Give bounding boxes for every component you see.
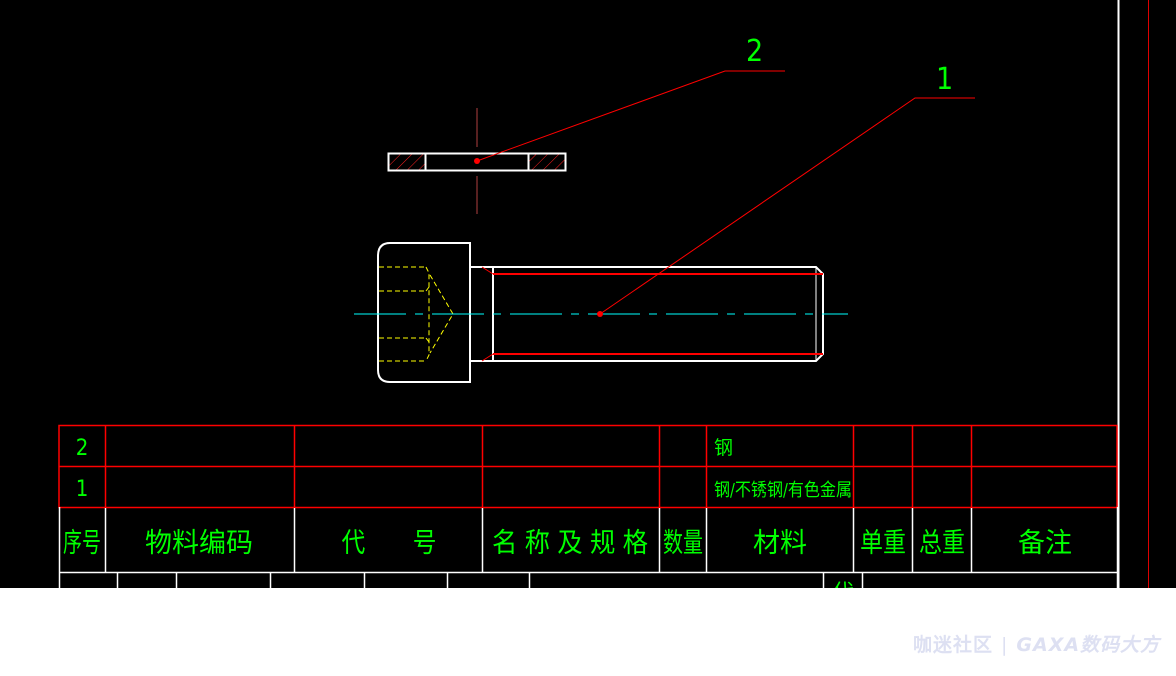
bolt-head — [377, 242, 471, 383]
balloon-label: 2 — [746, 34, 763, 69]
thread-runout — [481, 266, 494, 275]
header-drawing-no: 代 号 — [342, 528, 437, 559]
balloon-2[interactable]: 2 — [474, 34, 785, 164]
header-total-weight: 总重 — [919, 528, 965, 559]
header-remarks: 备注 — [1018, 528, 1072, 559]
table-row[interactable]: 1 钢/不锈钢/有色金属 — [76, 477, 852, 502]
table-row[interactable]: 2 钢 — [76, 436, 733, 461]
drawing-svg: 2 1 — [58, 0, 1149, 606]
watermark: 咖迷社区 | GAXA数码大方 — [913, 630, 1160, 657]
header-material: 材料 — [753, 528, 807, 559]
header-seq: 序号 — [63, 528, 101, 559]
header-unit-weight: 单重 — [860, 528, 906, 559]
bom-table: 2 钢 1 钢/不锈钢/有色金属 序号 物料编码 代 号 名 称 及 规 格 数… — [58, 424, 1119, 606]
washer-outline — [387, 152, 567, 172]
watermark-right: GAXA数码大方 — [1016, 634, 1161, 656]
thread-runout — [481, 353, 494, 362]
washer-part[interactable] — [387, 108, 567, 214]
balloon-1[interactable]: 1 — [597, 62, 975, 317]
header-name-spec: 名 称 及 规 格 — [492, 528, 648, 559]
cad-drawing-canvas[interactable]: 2 1 — [0, 0, 1176, 606]
watermark-separator: | — [1001, 634, 1009, 656]
hatch-left — [389, 154, 425, 170]
leader-line — [476, 70, 785, 162]
cell-seq: 1 — [76, 477, 89, 502]
watermark-left: 咖迷社区 — [913, 634, 994, 656]
cell-material: 钢/不锈钢/有色金属 — [714, 480, 852, 501]
header-qty: 数量 — [663, 528, 703, 559]
leader-line — [599, 97, 975, 315]
balloon-label: 1 — [936, 62, 953, 97]
cell-material: 钢 — [714, 437, 733, 459]
hatch-right — [528, 154, 565, 170]
header-code: 物料编码 — [145, 528, 253, 559]
partial-cell-text: 代 — [832, 581, 854, 588]
hex-socket-hidden — [379, 266, 454, 362]
cell-seq: 2 — [76, 436, 89, 461]
table-header: 序号 物料编码 代 号 名 称 及 规 格 数量 材料 单重 总重 备注 — [63, 528, 1072, 559]
bolt-part[interactable] — [354, 242, 848, 383]
